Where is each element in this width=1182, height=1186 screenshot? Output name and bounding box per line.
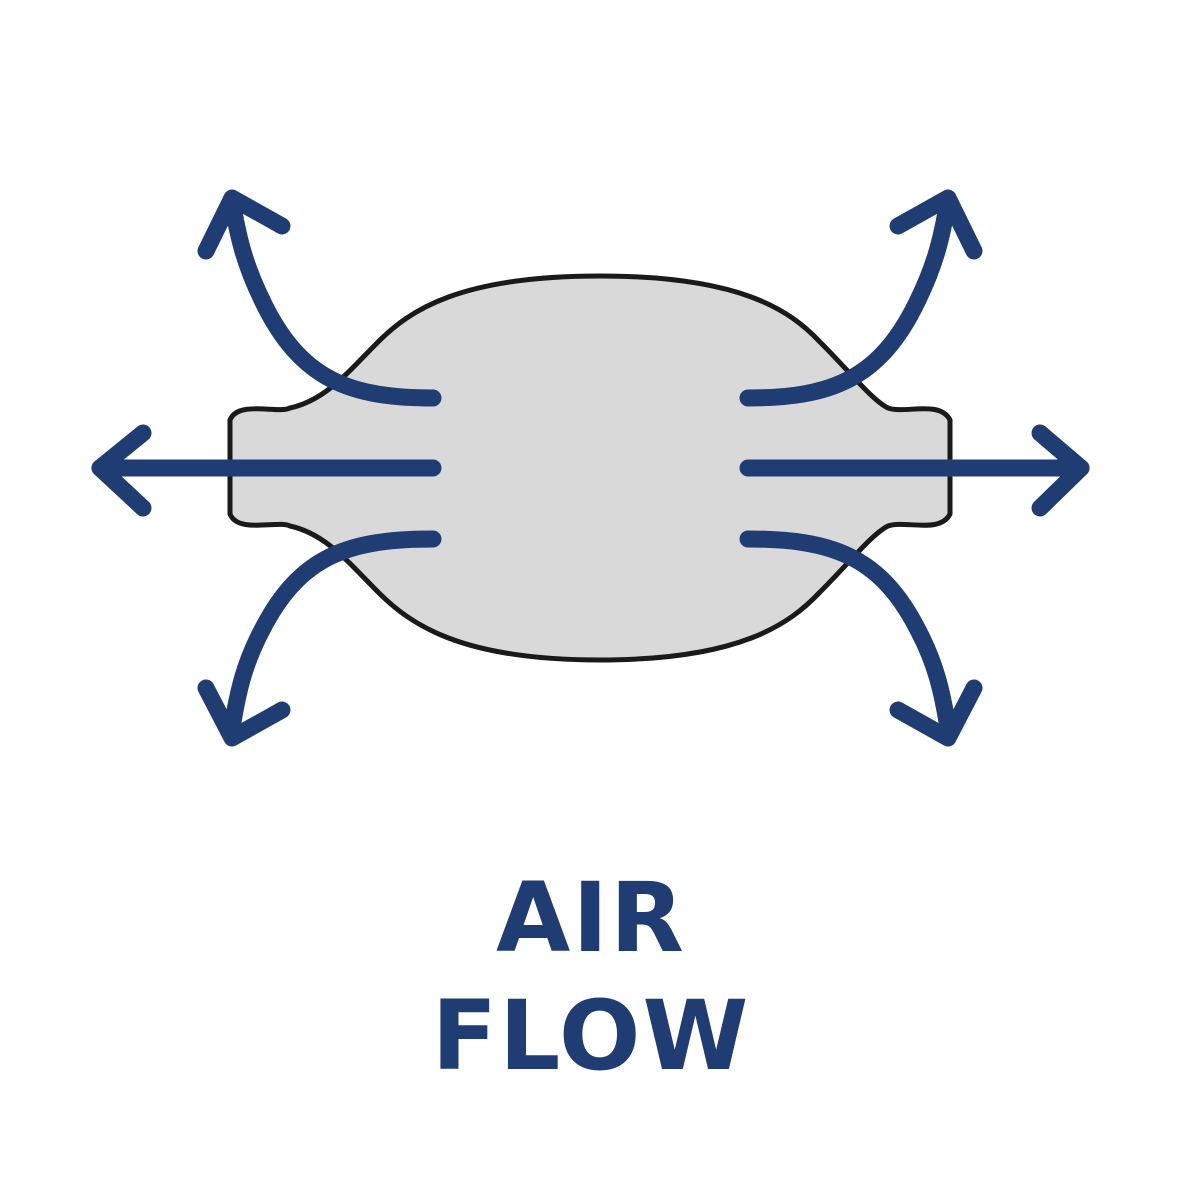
arrowhead-bottom-right xyxy=(889,679,983,747)
arrowhead-right xyxy=(1031,424,1090,517)
cushion-body xyxy=(227,273,953,663)
arrowhead-left xyxy=(91,424,152,517)
arrow-bottom-right xyxy=(739,530,957,737)
arrowhead-top-left xyxy=(197,189,291,260)
arrow-top-left xyxy=(223,191,442,407)
arrowhead-bottom-left xyxy=(197,679,291,747)
label-line-2: FLOW xyxy=(431,980,751,1092)
arrowhead-top-right xyxy=(889,189,983,260)
arrow-top-right xyxy=(739,191,957,407)
label-line-1: AIR xyxy=(496,862,686,974)
arrow-bottom-left xyxy=(223,530,442,737)
